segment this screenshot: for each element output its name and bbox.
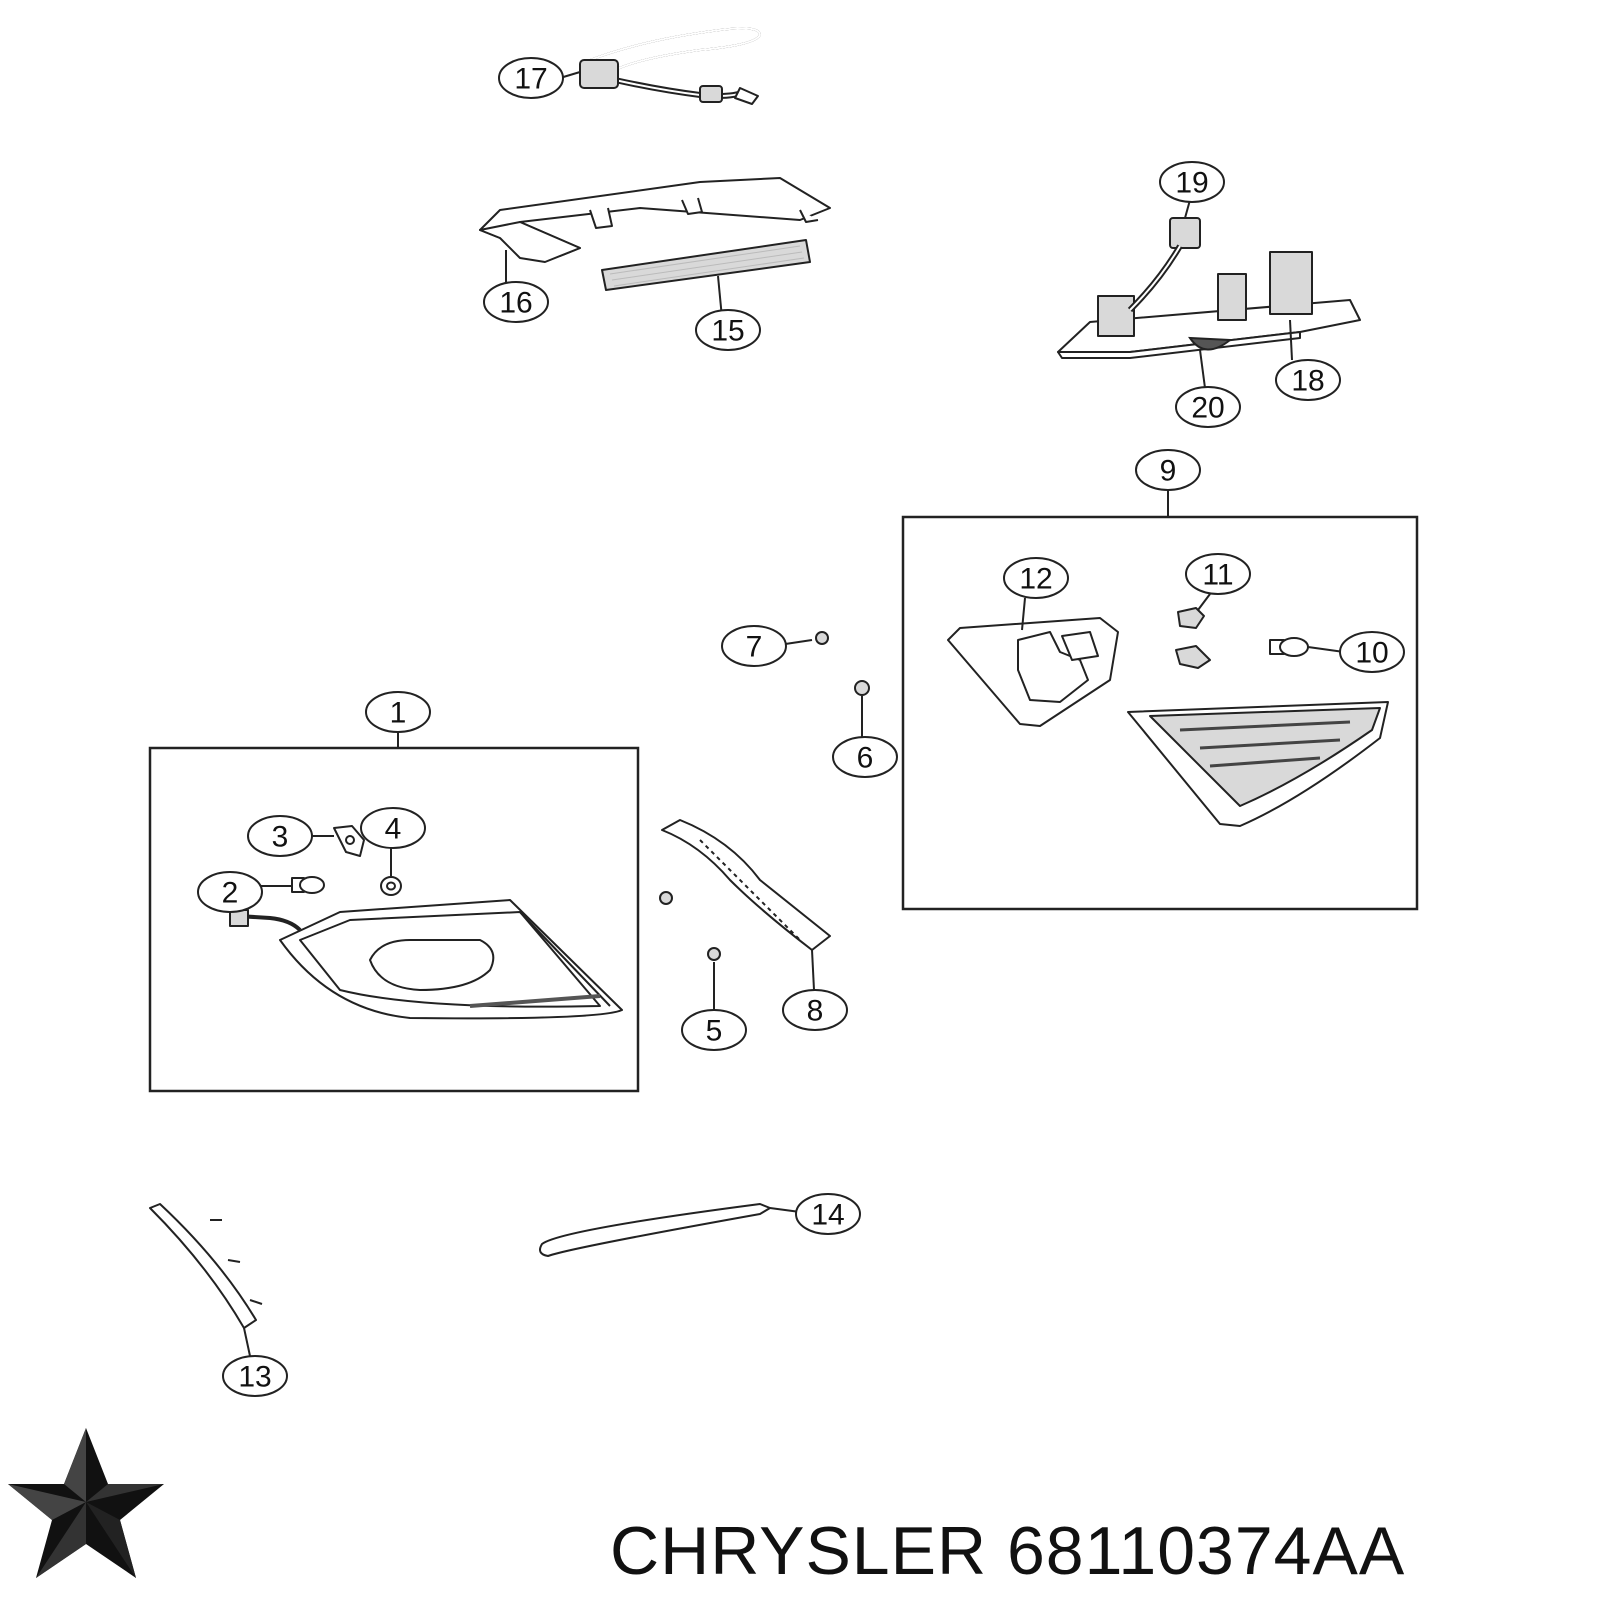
part-20-bulb-socket: [1199, 349, 1206, 389]
callout-circle: [197, 871, 263, 913]
callout-label: 8: [807, 995, 824, 1028]
callout-label: 2: [222, 877, 239, 910]
part-3-gasket: [298, 825, 365, 857]
callout-4: 4: [360, 807, 426, 849]
part-10-bulb: [1269, 637, 1345, 657]
callout-circle: [1003, 557, 1069, 599]
callout-label: 4: [385, 813, 402, 846]
callout-circle: [365, 691, 431, 733]
callout-2: 2: [197, 871, 263, 913]
part-15-lens-strip: [601, 239, 811, 319]
part-9-tail-lamp: [1127, 701, 1389, 827]
callout-5: 5: [681, 1009, 747, 1051]
callout-13: 13: [222, 1355, 288, 1397]
callout-19: 19: [1159, 161, 1225, 203]
part-18-chmsl-assembly: [1057, 251, 1361, 361]
callout-label: 3: [272, 821, 289, 854]
callout-label: 7: [746, 631, 763, 664]
callout-7: 7: [721, 625, 787, 667]
callout-label: 13: [238, 1361, 271, 1394]
callout-3: 3: [247, 815, 313, 857]
callout-label: 9: [1160, 455, 1177, 488]
callout-circle: [1135, 449, 1201, 491]
callout-circle: [1339, 631, 1405, 673]
callout-18: 18: [1275, 359, 1341, 401]
callout-label: 15: [711, 315, 744, 348]
callout-1: 1: [365, 691, 431, 733]
part-19-connector-pigtail: [1127, 199, 1201, 313]
callout-17: 17: [498, 57, 564, 99]
callout-circle: [782, 989, 848, 1031]
chrysler-pentastar-icon: [8, 1428, 164, 1578]
callout-circle: [1159, 161, 1225, 203]
callout-label: 12: [1019, 563, 1052, 596]
callout-label: 5: [706, 1015, 723, 1048]
callout-20: 20: [1175, 386, 1241, 428]
callout-label: 20: [1191, 392, 1224, 425]
assembly-box-9: [901, 515, 1419, 911]
part-16-housing: [479, 177, 831, 285]
callout-circle: [1275, 359, 1341, 401]
callout-16: 16: [483, 281, 549, 323]
callout-label: 16: [499, 287, 532, 320]
callout-11: 11: [1185, 553, 1251, 595]
callout-15: 15: [695, 309, 761, 351]
callout-circle: [832, 736, 898, 778]
callout-circle: [360, 807, 426, 849]
callout-circle: [247, 815, 313, 857]
part-14-reflector-bar: [539, 1203, 801, 1257]
callout-circle: [1175, 386, 1241, 428]
callout-circle: [695, 309, 761, 351]
callout-10: 10: [1339, 631, 1405, 673]
callout-label: 11: [1202, 559, 1233, 592]
callout-label: 19: [1175, 167, 1208, 200]
part-12-gasket: [947, 597, 1119, 727]
part-number-title: CHRYSLER 68110374AA: [610, 1513, 1406, 1589]
callout-label: 18: [1291, 365, 1324, 398]
callout-circle: [1185, 553, 1251, 595]
part-7-nut: [771, 631, 829, 647]
callout-label: 14: [811, 1199, 844, 1232]
callout-12: 12: [1003, 557, 1069, 599]
callout-14: 14: [795, 1193, 861, 1235]
callout-circle: [498, 57, 564, 99]
callout-circle: [721, 625, 787, 667]
callout-label: 1: [390, 697, 407, 730]
part-4-washer: [380, 848, 402, 896]
assembly-box-1: [148, 746, 640, 1093]
callout-circle: [222, 1355, 288, 1397]
part-13-reflector: [149, 1203, 263, 1357]
callout-8: 8: [782, 989, 848, 1031]
part-1-tail-lamp: [229, 899, 623, 1020]
callout-circle: [795, 1193, 861, 1235]
callout-label: 6: [857, 742, 874, 775]
part-8-applique: [661, 819, 831, 991]
callout-9: 9: [1135, 449, 1201, 491]
part-17-wiring-harness: [559, 27, 762, 105]
callout-label: 17: [514, 63, 547, 96]
part-6-nut: [854, 680, 870, 738]
part-5-screw: [659, 891, 721, 1010]
callout-label: 10: [1355, 637, 1388, 670]
brand-caption: CHRYSLER 68110374AA: [610, 1512, 1570, 1602]
callout-circle: [681, 1009, 747, 1051]
part-2-bulb: [248, 876, 325, 894]
callout-6: 6: [832, 736, 898, 778]
part-11-socket: [1175, 593, 1211, 669]
callout-circle: [483, 281, 549, 323]
